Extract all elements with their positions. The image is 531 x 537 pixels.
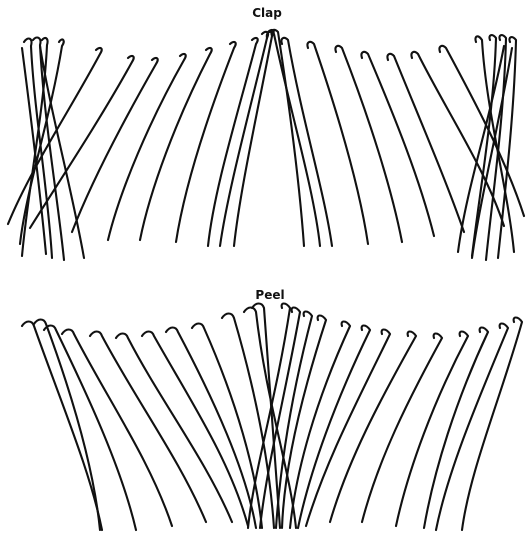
peel-filament bbox=[462, 318, 522, 531]
peel-filament bbox=[166, 328, 256, 529]
peel-filament bbox=[22, 322, 102, 531]
clap-filaments bbox=[8, 30, 524, 260]
clap-filament bbox=[72, 58, 158, 232]
peel-filament bbox=[290, 322, 350, 529]
peel-filament bbox=[396, 332, 468, 527]
clap-filament bbox=[307, 42, 368, 244]
peel-panel: Peel bbox=[22, 288, 522, 530]
peel-title: Peel bbox=[255, 288, 284, 302]
clap-title: Clap bbox=[252, 6, 282, 20]
clap-panel: Clap bbox=[8, 6, 524, 260]
clap-filament bbox=[24, 39, 52, 258]
peel-filament bbox=[90, 332, 206, 523]
peel-filament bbox=[116, 334, 232, 523]
clap-filament bbox=[411, 52, 504, 226]
peel-filaments bbox=[22, 304, 522, 531]
peel-filament bbox=[252, 304, 280, 529]
peel-filament bbox=[306, 330, 390, 527]
peel-filament bbox=[298, 326, 370, 529]
clap-filament bbox=[234, 30, 274, 246]
clap-filament bbox=[281, 38, 332, 246]
clap-filament bbox=[361, 52, 434, 236]
peel-filament bbox=[436, 324, 508, 531]
